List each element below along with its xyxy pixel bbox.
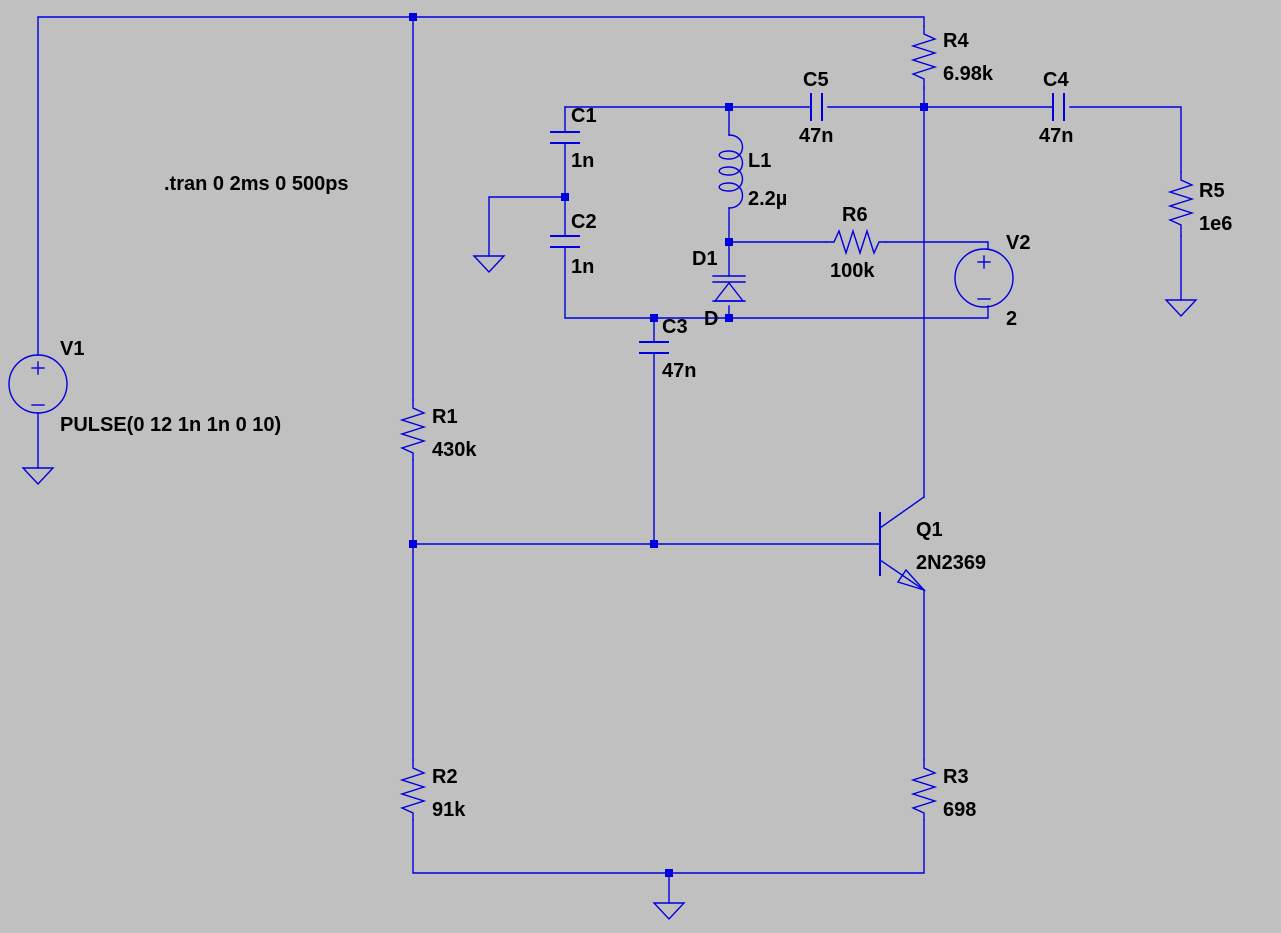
r2-name: R2	[432, 766, 458, 788]
l1-name: L1	[748, 150, 771, 172]
d1-name: D1	[692, 248, 718, 270]
resistor-icon	[910, 759, 938, 821]
v2-value: 2	[1006, 308, 1017, 330]
r3-name: R3	[943, 766, 969, 788]
junction-dot	[665, 869, 673, 877]
c1-name: C1	[571, 105, 597, 127]
source-v1[interactable]: V1 PULSE(0 12 1n 1n 0 10)	[8, 338, 281, 436]
wire-r6-v2[interactable]	[885, 241, 989, 249]
inductor-icon	[718, 134, 744, 209]
junction-dot	[409, 13, 417, 21]
ground-icon[interactable]	[652, 902, 686, 921]
junction-dot	[650, 314, 658, 322]
c5-value: 47n	[799, 125, 833, 147]
wire-c4-to-r5[interactable]	[1069, 106, 1182, 173]
r1-name: R1	[432, 406, 458, 428]
voltage-source-icon	[954, 248, 1014, 308]
v2-name: V2	[1006, 232, 1030, 254]
wires	[37, 16, 1182, 904]
voltage-source-icon	[8, 354, 68, 414]
capacitor-c2[interactable]: C2 1n	[550, 211, 597, 278]
wire-c1c2-gnd[interactable]	[488, 196, 566, 257]
ground-symbols	[21, 255, 1198, 921]
wire-top-rail[interactable]	[37, 16, 925, 356]
v1-value: PULSE(0 12 1n 1n 0 10)	[60, 414, 281, 436]
resistor-icon	[399, 399, 427, 461]
r1-value: 430k	[432, 439, 477, 461]
c5-name: C5	[803, 69, 829, 91]
wire-c2-bottom[interactable]	[564, 246, 989, 319]
resistor-r1[interactable]: R1 430k	[399, 399, 477, 461]
capacitor-c3[interactable]: C3 47n	[639, 316, 696, 382]
resistor-r5[interactable]: R5 1e6	[1167, 171, 1232, 237]
junction-dot	[725, 314, 733, 322]
r6-value: 100k	[830, 260, 875, 282]
spice-directive[interactable]: .tran 0 2ms 0 500ps	[164, 173, 349, 195]
c3-name: C3	[662, 316, 688, 338]
junction-dot	[920, 103, 928, 111]
r3-value: 698	[943, 799, 976, 821]
ground-icon[interactable]	[472, 255, 506, 274]
capacitor-c4[interactable]: C4 47n	[1039, 69, 1073, 147]
d1-value: D	[704, 308, 718, 330]
v1-name: V1	[60, 338, 84, 360]
resistor-icon	[825, 228, 887, 256]
resistor-icon	[910, 25, 938, 89]
capacitor-c1[interactable]: C1 1n	[550, 105, 597, 172]
r4-value: 6.98k	[943, 63, 994, 85]
ground-icon[interactable]	[21, 467, 55, 486]
transistor-q1[interactable]: Q1 2N2369	[879, 496, 986, 592]
wire-gnd-rail[interactable]	[412, 819, 925, 874]
q1-name: Q1	[916, 519, 943, 541]
q1-value: 2N2369	[916, 552, 986, 574]
resistor-r4[interactable]: R4 6.98k	[910, 25, 994, 89]
junction-dot	[725, 103, 733, 111]
junctions	[409, 13, 928, 877]
ground-icon[interactable]	[1164, 299, 1198, 318]
junction-dot	[650, 540, 658, 548]
c4-value: 47n	[1039, 125, 1073, 147]
resistor-r6[interactable]: R6 100k	[825, 204, 887, 282]
c1-value: 1n	[571, 150, 594, 172]
l1-value: 2.2µ	[748, 188, 787, 210]
resistor-icon	[1167, 171, 1195, 237]
resistor-icon	[399, 759, 427, 821]
r6-name: R6	[842, 204, 868, 226]
r5-value: 1e6	[1199, 213, 1232, 235]
junction-dot	[409, 540, 417, 548]
inductor-l1[interactable]: L1 2.2µ	[718, 134, 787, 210]
c4-name: C4	[1043, 69, 1069, 91]
r2-value: 91k	[432, 799, 466, 821]
junction-dot	[725, 238, 733, 246]
diode-d1[interactable]: D1 D	[692, 248, 746, 330]
r5-name: R5	[1199, 180, 1225, 202]
source-v2[interactable]: V2 2	[954, 232, 1030, 330]
r4-name: R4	[943, 30, 969, 52]
capacitor-c5[interactable]: C5 47n	[799, 69, 833, 147]
resistor-r3[interactable]: R3 698	[910, 759, 976, 821]
c3-value: 47n	[662, 360, 696, 382]
c2-name: C2	[571, 211, 597, 233]
c2-value: 1n	[571, 256, 594, 278]
resistor-r2[interactable]: R2 91k	[399, 759, 466, 821]
junction-dot	[561, 193, 569, 201]
